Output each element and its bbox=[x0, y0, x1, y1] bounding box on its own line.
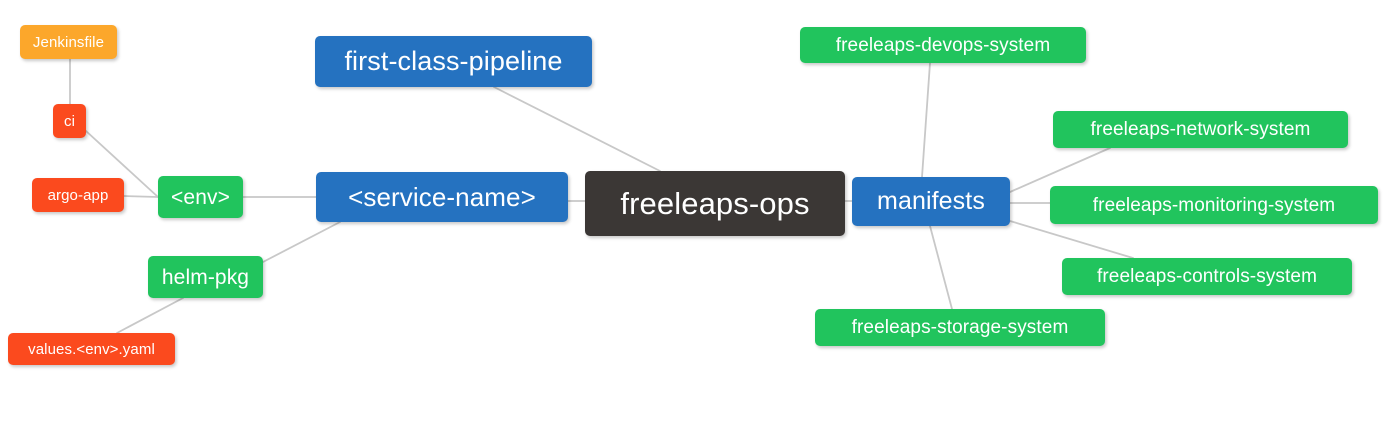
node-first-class-pipeline[interactable]: first-class-pipeline bbox=[315, 36, 592, 87]
node-jenkinsfile[interactable]: Jenkinsfile bbox=[20, 25, 117, 59]
node-freeleaps-devops-system[interactable]: freeleaps-devops-system bbox=[800, 27, 1086, 63]
node-label-freeleaps-storage-system: freeleaps-storage-system bbox=[851, 317, 1069, 338]
node-env[interactable]: <env> bbox=[158, 176, 243, 218]
node-manifests[interactable]: manifests bbox=[852, 177, 1010, 226]
node-service-name[interactable]: <service-name> bbox=[316, 172, 568, 222]
node-label-env: <env> bbox=[171, 185, 230, 209]
node-argo-app[interactable]: argo-app bbox=[32, 178, 124, 212]
node-freeleaps-controls-system[interactable]: freeleaps-controls-system bbox=[1062, 258, 1352, 295]
node-label-freeleaps-monitoring-system: freeleaps-monitoring-system bbox=[1092, 194, 1336, 216]
node-helm-pkg[interactable]: helm-pkg bbox=[148, 256, 263, 298]
node-label-helm-pkg: helm-pkg bbox=[161, 265, 250, 289]
node-label-freeleaps-devops-system: freeleaps-devops-system bbox=[835, 34, 1051, 56]
node-label-first-class-pipeline: first-class-pipeline bbox=[344, 46, 563, 76]
node-label-values-env-yaml: values.<env>.yaml bbox=[28, 340, 155, 358]
node-freeleaps-ops[interactable]: freeleaps-ops bbox=[585, 171, 845, 236]
node-label-service-name: <service-name> bbox=[348, 182, 536, 212]
node-label-jenkinsfile: Jenkinsfile bbox=[32, 33, 105, 51]
node-label-freeleaps-controls-system: freeleaps-controls-system bbox=[1096, 266, 1318, 287]
node-values-env-yaml[interactable]: values.<env>.yaml bbox=[8, 333, 175, 365]
node-freeleaps-storage-system[interactable]: freeleaps-storage-system bbox=[815, 309, 1105, 346]
node-ci[interactable]: ci bbox=[53, 104, 86, 138]
node-freeleaps-monitoring-system[interactable]: freeleaps-monitoring-system bbox=[1050, 186, 1378, 224]
node-label-freeleaps-ops: freeleaps-ops bbox=[620, 186, 810, 221]
node-label-freeleaps-network-system: freeleaps-network-system bbox=[1090, 119, 1311, 140]
node-label-ci: ci bbox=[63, 112, 76, 130]
node-label-manifests: manifests bbox=[877, 187, 985, 215]
node-label-argo-app: argo-app bbox=[47, 186, 109, 204]
node-freeleaps-network-system[interactable]: freeleaps-network-system bbox=[1053, 111, 1348, 148]
